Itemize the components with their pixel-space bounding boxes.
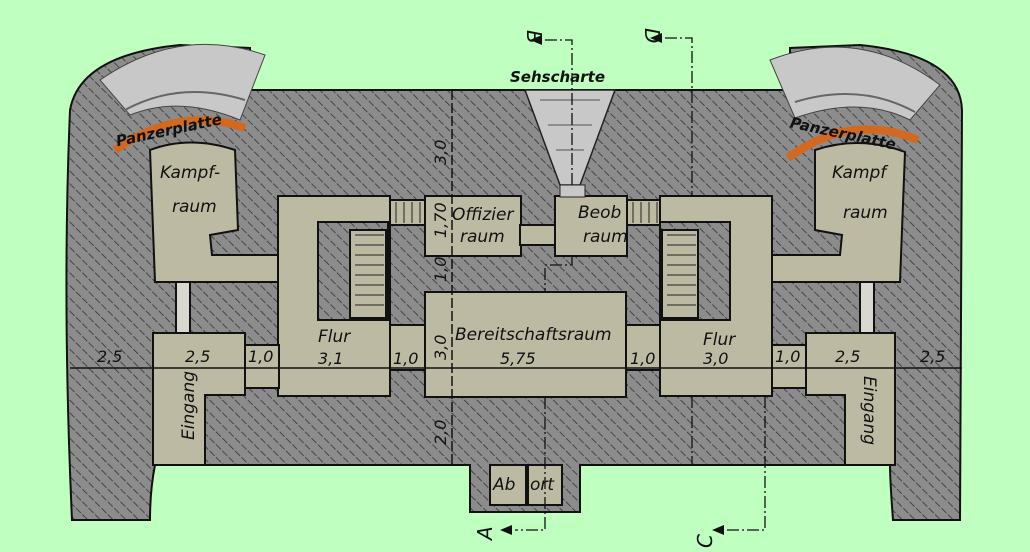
upper-stairs-right — [626, 199, 664, 226]
embrasure-label: Sehscharte — [510, 68, 605, 86]
observation-label-2: raum — [583, 227, 628, 247]
dimension-lines — [70, 90, 962, 465]
section-marker-d: D — [640, 28, 664, 43]
standby-label: Bereitschaftsraum — [455, 325, 612, 345]
left-combat-room — [148, 141, 281, 283]
concrete-body — [65, 43, 964, 521]
right-corridor-dimension: 3,0 — [703, 349, 728, 368]
dim-left-connector: 1,0 — [248, 347, 273, 366]
left-armor-plate — [112, 116, 247, 154]
latrine-left — [489, 464, 527, 506]
right-armor-plate — [785, 125, 920, 162]
dim-left-corridor-connector: 1,0 — [393, 349, 418, 368]
left-shaft — [175, 281, 191, 335]
section-arrows — [500, 33, 724, 535]
left-corridor-label: Flur — [318, 327, 351, 347]
stair-treads — [355, 202, 696, 306]
dim-left-outer: 2,5 — [97, 347, 122, 366]
left-entrance-label: Eingang — [179, 371, 199, 440]
left-combat-label-1: Kampf- — [160, 163, 220, 183]
left-turret — [99, 43, 266, 154]
right-combat-room — [771, 142, 907, 283]
right-combat-label-1: Kampf — [832, 163, 889, 183]
dim-left-entrance: 2,5 — [185, 347, 210, 366]
dim-vertical-wall: 1,0 — [431, 257, 450, 282]
right-combat-label-2: raum — [843, 203, 888, 223]
right-shaft — [859, 281, 875, 335]
officer-label-1: Offizier — [452, 205, 514, 225]
latrine-label-1: Ab — [492, 475, 515, 495]
dim-right-connector: 1,0 — [775, 347, 800, 366]
right-turret — [769, 46, 941, 162]
dim-vertical-bottom: 2,0 — [431, 420, 450, 445]
left-entrance — [152, 332, 246, 466]
dim-vertical-standby: 3,0 — [431, 335, 450, 360]
right-entrance-label: Eingang — [859, 376, 879, 445]
rooms — [148, 141, 907, 506]
latrine-label-2: ort — [530, 475, 555, 495]
upper-stairs-left — [389, 199, 427, 226]
observation-label-1: Beob — [578, 203, 621, 223]
section-lines — [515, 37, 766, 531]
dim-right-entrance: 2,5 — [835, 347, 860, 366]
dim-vertical-top: 3,0 — [431, 140, 450, 165]
section-marker-c: C — [693, 534, 717, 548]
right-entrance — [805, 332, 896, 466]
standby-room — [424, 291, 627, 398]
left-corridor-dimension: 3,1 — [318, 349, 343, 368]
standby-dimension: 5,75 — [500, 349, 536, 368]
officer-label-2: raum — [460, 227, 505, 247]
dim-right-outer: 2,5 — [920, 347, 945, 366]
section-marker-b: B — [522, 30, 546, 44]
dim-vertical-officer: 1,70 — [431, 202, 450, 238]
right-corridor-label: Flur — [703, 330, 736, 350]
left-combat-label-2: raum — [172, 197, 217, 217]
observation-room — [554, 195, 628, 257]
section-marker-a: A — [473, 526, 497, 542]
dim-right-corridor-connector: 1,0 — [630, 349, 655, 368]
